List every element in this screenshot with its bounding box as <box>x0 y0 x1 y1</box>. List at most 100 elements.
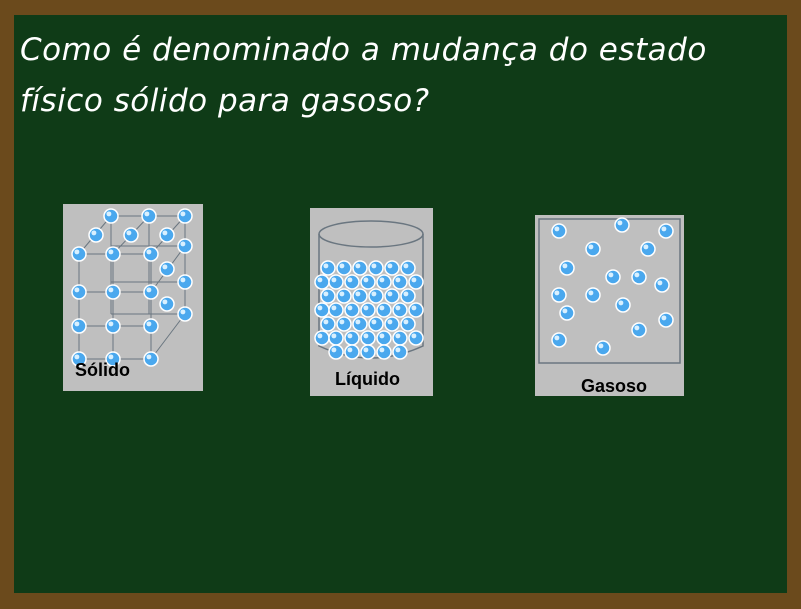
gas-particle <box>551 332 567 348</box>
solid-particle-highlight <box>108 249 114 255</box>
solid-particle-highlight <box>146 321 152 327</box>
liquid-particle-highlight <box>395 347 401 353</box>
gas-particle <box>658 223 674 239</box>
gas-particle-highlight <box>617 220 623 226</box>
liquid-particle <box>352 288 368 304</box>
gas-particle-highlight <box>562 308 568 314</box>
liquid-particle-highlight <box>371 263 377 269</box>
liquid-particle-highlight <box>371 291 377 297</box>
solid-particle-highlight <box>91 230 97 236</box>
solid-particle-highlight <box>180 241 186 247</box>
liquid-particle <box>336 260 352 276</box>
liquid-particle-highlight <box>403 263 409 269</box>
solid-particle-highlight <box>180 277 186 283</box>
solid-particle <box>143 246 159 262</box>
gas-particle <box>615 297 631 313</box>
gas-particle-highlight <box>554 335 560 341</box>
solid-particle-highlight <box>162 299 168 305</box>
liquid-particle <box>328 302 344 318</box>
liquid-particle <box>392 274 408 290</box>
liquid-particle <box>392 330 408 346</box>
gas-label: Gasoso <box>581 376 648 396</box>
liquid-particle-highlight <box>347 333 353 339</box>
gas-particle <box>551 287 567 303</box>
liquid-particle-highlight <box>411 305 417 311</box>
liquid-particle <box>352 260 368 276</box>
solid-particle <box>159 261 175 277</box>
liquid-particle-highlight <box>323 291 329 297</box>
liquid-particle-highlight <box>339 263 345 269</box>
liquid-label: Líquido <box>335 369 400 389</box>
liquid-particle <box>408 274 424 290</box>
liquid-particle-highlight <box>371 319 377 325</box>
solid-particle-highlight <box>108 321 114 327</box>
liquid-particle-highlight <box>339 291 345 297</box>
liquid-particle-highlight <box>363 333 369 339</box>
liquid-particle-highlight <box>403 319 409 325</box>
liquid-particle <box>320 288 336 304</box>
liquid-particle-highlight <box>395 333 401 339</box>
liquid-particle <box>360 330 376 346</box>
gas-particle <box>640 241 656 257</box>
solid-particle <box>177 238 193 254</box>
liquid-particle-highlight <box>411 277 417 283</box>
liquid-particle-highlight <box>317 305 323 311</box>
gas-particle <box>631 322 647 338</box>
liquid-particle-highlight <box>395 277 401 283</box>
liquid-particle-highlight <box>379 277 385 283</box>
liquid-particle <box>328 344 344 360</box>
liquid-particle <box>376 302 392 318</box>
gas-particle-highlight <box>661 315 667 321</box>
gas-particle-highlight <box>657 280 663 286</box>
gas-particle <box>605 269 621 285</box>
liquid-state-panel: Líquido <box>310 208 433 396</box>
liquid-particle <box>392 302 408 318</box>
question-line-2: físico sólido para gasoso? <box>20 83 430 119</box>
liquid-particle <box>314 274 330 290</box>
gas-particle <box>559 305 575 321</box>
liquid-particle-highlight <box>347 347 353 353</box>
solid-state-panel: Sólido <box>63 204 203 391</box>
liquid-particle <box>320 260 336 276</box>
liquid-particle <box>360 302 376 318</box>
solid-particle <box>159 227 175 243</box>
liquid-particle-highlight <box>411 333 417 339</box>
liquid-particle <box>384 260 400 276</box>
gas-particle-highlight <box>554 226 560 232</box>
liquid-particle <box>376 344 392 360</box>
liquid-particle-highlight <box>355 291 361 297</box>
gas-state-panel: Gasoso <box>535 215 684 396</box>
gas-particle <box>585 287 601 303</box>
liquid-particle-highlight <box>355 263 361 269</box>
solid-particle-highlight <box>162 264 168 270</box>
gas-particle-highlight <box>598 343 604 349</box>
question-text: Como é denominado a mudança do estado fí… <box>20 25 760 127</box>
solid-particle <box>71 284 87 300</box>
solid-particle <box>177 208 193 224</box>
solid-particle <box>103 208 119 224</box>
liquid-particle <box>392 344 408 360</box>
solid-particle-highlight <box>146 354 152 360</box>
gas-particle-highlight <box>588 244 594 250</box>
solid-particle-highlight <box>108 354 114 360</box>
solid-particle-highlight <box>74 287 80 293</box>
liquid-particle <box>368 288 384 304</box>
solid-particle <box>105 246 121 262</box>
solid-particle <box>143 284 159 300</box>
liquid-particle <box>336 288 352 304</box>
solid-particle-highlight <box>74 249 80 255</box>
gas-particle-highlight <box>661 226 667 232</box>
liquid-particle-highlight <box>363 347 369 353</box>
gas-particle <box>631 269 647 285</box>
liquid-particle <box>314 302 330 318</box>
liquid-particle <box>384 316 400 332</box>
liquid-particle <box>352 316 368 332</box>
liquid-particle <box>384 288 400 304</box>
liquid-particle-highlight <box>403 291 409 297</box>
solid-particle <box>71 318 87 334</box>
liquid-particle <box>344 302 360 318</box>
liquid-particle-highlight <box>395 305 401 311</box>
liquid-particle-highlight <box>363 305 369 311</box>
gas-particle-highlight <box>634 272 640 278</box>
liquid-particle <box>376 330 392 346</box>
